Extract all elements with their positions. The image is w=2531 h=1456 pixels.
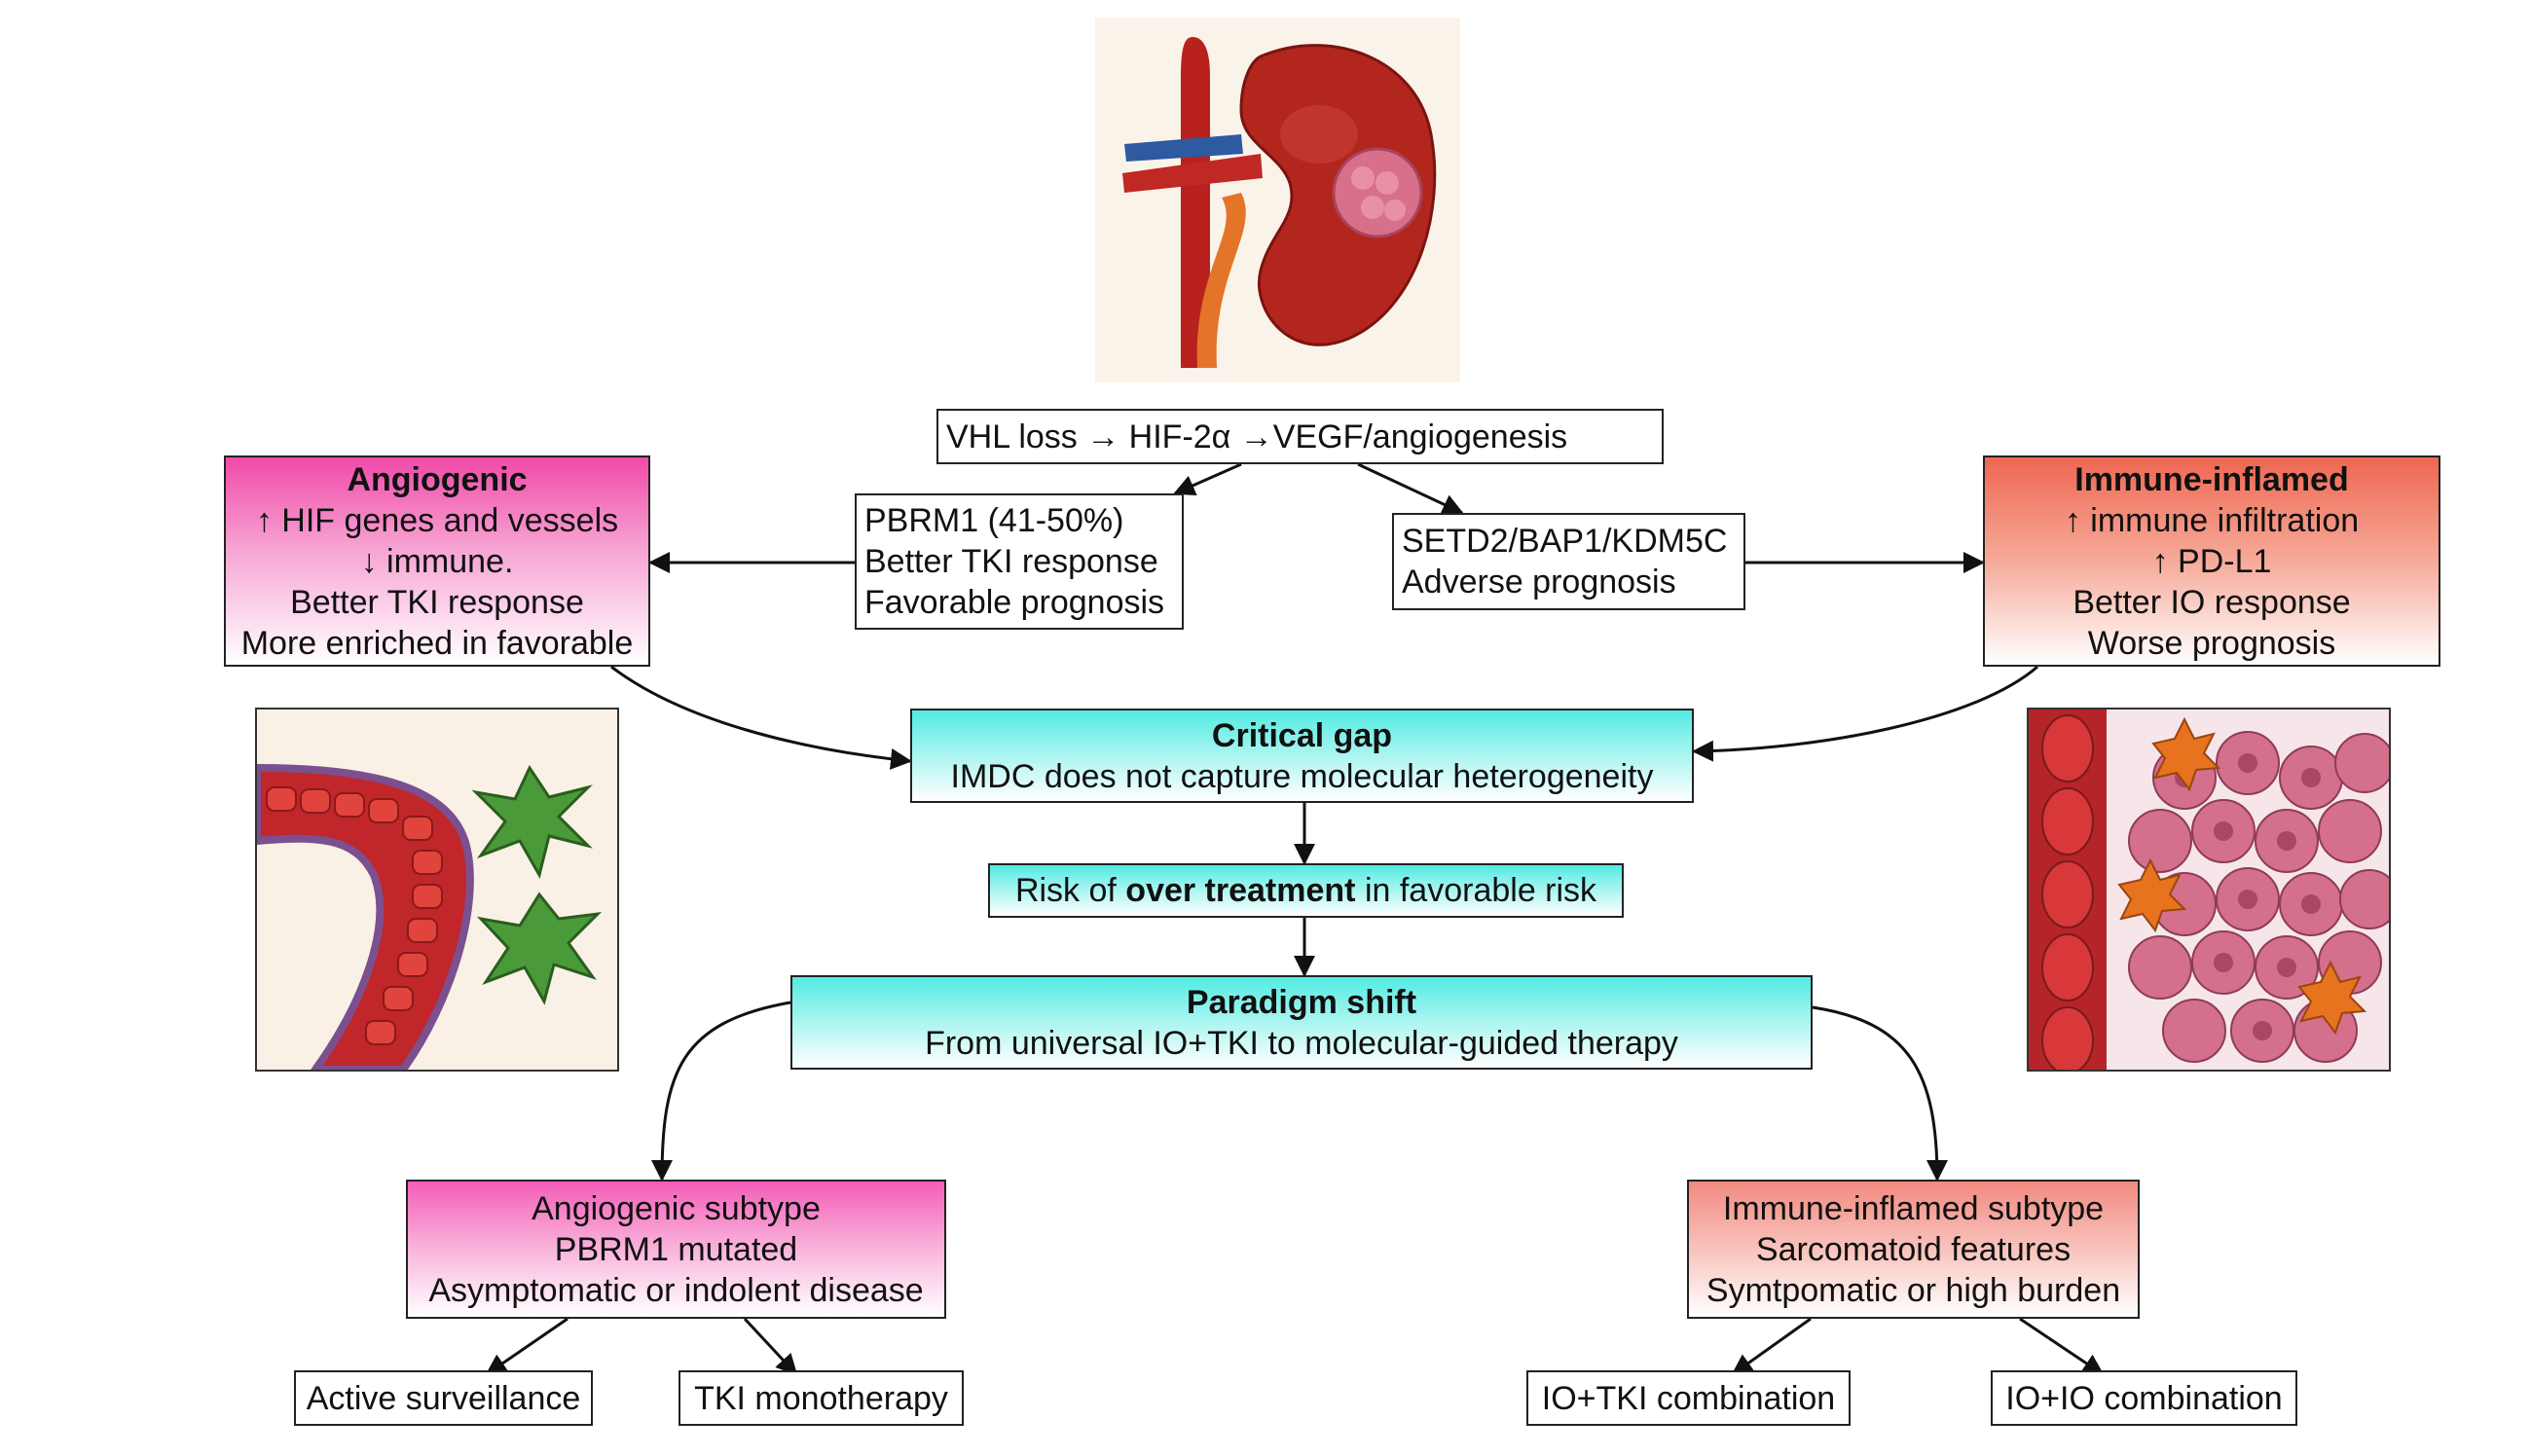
immune-subtype-line-2: Sarcomatoid features (1755, 1230, 2072, 1268)
angiogenic-title: Angiogenic (347, 460, 528, 498)
arrow-angio-to-tki (743, 1317, 798, 1376)
setd2-box: SETD2/BAP1/KDM5C Adverse prognosis (1392, 513, 1745, 610)
immune-line-2: ↑ PD-L1 (2151, 542, 2272, 580)
paradigm-text: From universal IO+TKI to molecular-guide… (925, 1024, 1678, 1062)
io-io-combination-text: IO+IO combination (2005, 1379, 2283, 1417)
angio-subtype-line-2: PBRM1 mutated (554, 1230, 798, 1268)
paradigm-title: Paradigm shift (1186, 983, 1417, 1021)
ureter-shape (1196, 193, 1246, 368)
immune-subtype-line-1: Immune-inflamed subtype (1722, 1189, 2105, 1227)
angiogenic-box: Angiogenic ↑ HIF genes and vessels ↓ imm… (224, 455, 650, 667)
immune-title: Immune-inflamed (2074, 460, 2349, 498)
arrow-immune-to-gap (1692, 665, 2038, 762)
tki-monotherapy-text: TKI monotherapy (694, 1379, 948, 1417)
immune-line-1: ↑ immune infiltration (2064, 501, 2360, 539)
angiogenic-line-3: Better TKI response (290, 583, 584, 621)
immune-line-3: Better IO response (2072, 583, 2351, 621)
vessel-illustration (255, 708, 619, 1072)
active-surveillance-box: Active surveillance (294, 1370, 593, 1426)
io-tki-combination-text: IO+TKI combination (1541, 1379, 1836, 1417)
tki-monotherapy-box: TKI monotherapy (679, 1370, 964, 1426)
tumor-illustration (2027, 708, 2391, 1072)
arrow-paradigm-to-angio-subtype (651, 1001, 791, 1182)
arrow-immune-to-ioio (2019, 1317, 2105, 1376)
gap-title: Critical gap (1211, 716, 1393, 754)
blood-vessel-shape (257, 763, 474, 1070)
gap-text: IMDC does not capture molecular heteroge… (950, 757, 1654, 795)
pbrm1-line-1: PBRM1 (41-50%) (864, 502, 1124, 539)
immune-inflamed-box: Immune-inflamed ↑ immune infiltration ↑ … (1983, 455, 2440, 667)
arrow-angio-to-active (485, 1317, 569, 1376)
risk-text: Risk of over treatment in favorable risk (1015, 870, 1596, 911)
paradigm-shift-box: Paradigm shift From universal IO+TKI to … (790, 975, 1813, 1070)
angio-subtype-line-3: Asymptomatic or indolent disease (428, 1271, 924, 1309)
risk-suffix: in favorable risk (1355, 872, 1597, 909)
critical-gap-box: Critical gap IMDC does not capture molec… (910, 709, 1694, 803)
immune-cells-shape (2117, 716, 2367, 1036)
arrow-immune-to-iotki (1731, 1317, 1812, 1376)
angiogenic-line-2: ↓ immune. (360, 542, 514, 580)
arrow-vhl-to-setd2 (1357, 462, 1464, 515)
risk-bold: over treatment (1125, 872, 1356, 909)
renal-vein-shape (1124, 134, 1243, 162)
setd2-line-2: Adverse prognosis (1402, 564, 1676, 601)
active-surveillance-text: Active surveillance (306, 1379, 581, 1417)
vhl-text: VHL loss → HIF-2α →VEGF/angiogenesis (946, 418, 1568, 455)
arrow-vhl-to-pbrm1 (1173, 462, 1242, 495)
immune-subtype-box: Immune-inflamed subtype Sarcomatoid feat… (1687, 1180, 2140, 1319)
immune-line-4: Worse prognosis (2087, 624, 2336, 662)
angio-subtype-line-1: Angiogenic subtype (532, 1189, 821, 1227)
vhl-box: VHL loss → HIF-2α →VEGF/angiogenesis (936, 409, 1664, 464)
angiogenic-line-4: More enriched in favorable (240, 624, 634, 662)
aorta-shape (1181, 37, 1210, 368)
risk-prefix: Risk of (1014, 872, 1126, 909)
angiogenic-subtype-box: Angiogenic subtype PBRM1 mutated Asympto… (406, 1180, 946, 1319)
pbrm1-line-3: Favorable prognosis (864, 584, 1165, 621)
arrow-angiogenic-to-gap (610, 665, 912, 770)
immune-subtype-line-3: Symtpomatic or high burden (1706, 1271, 2121, 1309)
angiogenic-line-1: ↑ HIF genes and vessels (255, 501, 619, 539)
risk-box: Risk of over treatment in favorable risk (988, 863, 1624, 918)
kidney-illustration (1095, 18, 1460, 382)
tumor-cells-shape (2128, 731, 2389, 1063)
setd2-line-1: SETD2/BAP1/KDM5C (1402, 523, 1728, 560)
pbrm1-box: PBRM1 (41-50%) Better TKI response Favor… (855, 493, 1184, 630)
arrow-paradigm-to-immune-subtype (1812, 1005, 1948, 1182)
dendritic-cells-shape (471, 764, 603, 1005)
renal-artery-shape (1122, 154, 1263, 193)
io-tki-combination-box: IO+TKI combination (1526, 1370, 1851, 1426)
pbrm1-line-2: Better TKI response (864, 543, 1158, 580)
io-io-combination-box: IO+IO combination (1991, 1370, 2297, 1426)
